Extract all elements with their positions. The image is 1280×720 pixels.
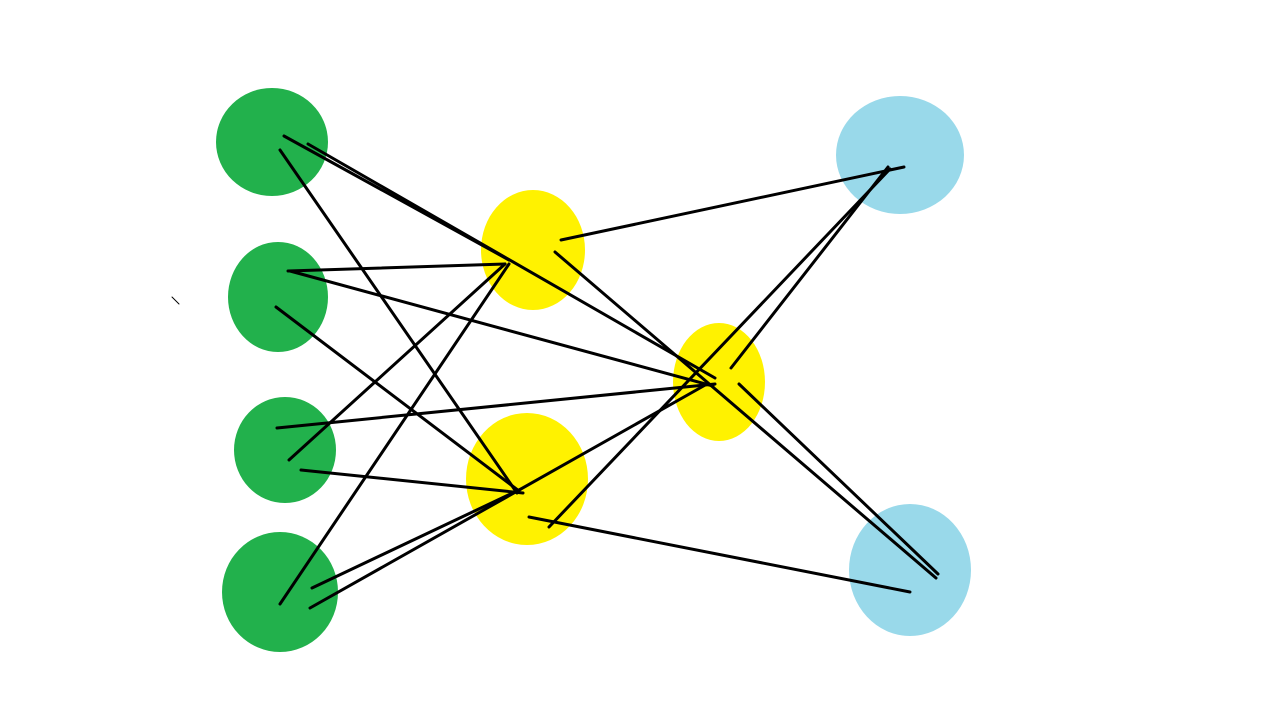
edge-i3-h1 bbox=[287, 262, 507, 462]
edge-i2-h3 bbox=[288, 269, 715, 388]
edge-i1-h2 bbox=[278, 148, 519, 495]
edge-i4-h2 bbox=[310, 487, 523, 590]
edge-h3-o2 bbox=[737, 382, 940, 576]
edge-i4-h3 bbox=[308, 382, 709, 610]
output-node-o1 bbox=[836, 96, 964, 214]
input-node-i4 bbox=[222, 532, 338, 652]
edge-i2-h1 bbox=[286, 262, 507, 273]
stray-mark bbox=[171, 296, 180, 305]
edge-h3-o1 bbox=[729, 165, 890, 370]
output-node-o2 bbox=[849, 504, 971, 636]
edge-h2-o1 bbox=[547, 167, 892, 529]
edge-i2-h2 bbox=[274, 305, 521, 493]
edge-i3-h3 bbox=[275, 382, 717, 430]
edges-layer bbox=[274, 134, 940, 610]
edge-i3-h2 bbox=[299, 468, 525, 495]
nodes-layer bbox=[216, 88, 971, 652]
input-node-i3 bbox=[234, 397, 336, 503]
edge-h2-o2 bbox=[527, 515, 912, 594]
edge-h1-o2 bbox=[553, 250, 938, 580]
hidden-node-h1 bbox=[481, 190, 585, 310]
input-node-i1 bbox=[216, 88, 328, 196]
hidden-node-h2 bbox=[466, 413, 588, 545]
edge-i1-h3 bbox=[306, 142, 717, 380]
edge-h1-o1 bbox=[559, 165, 906, 242]
edge-i4-h1 bbox=[278, 262, 511, 606]
